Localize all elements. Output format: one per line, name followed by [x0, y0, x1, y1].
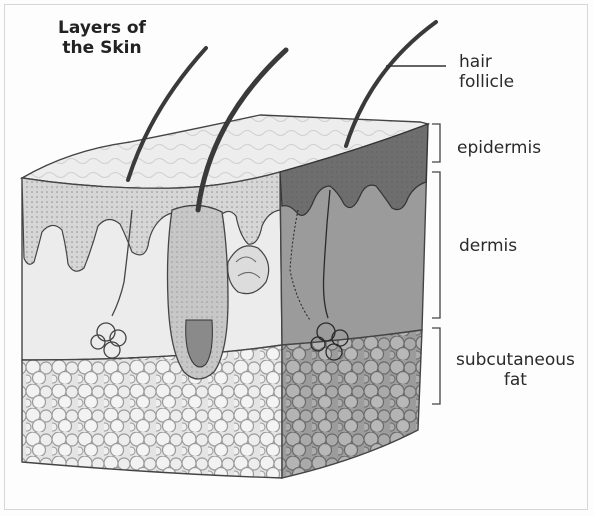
sebaceous-gland: [228, 246, 269, 294]
label-hair-follicle: hair follicle: [459, 52, 514, 92]
label-epidermis: epidermis: [457, 138, 541, 158]
label-subcutaneous-fat-line-1: subcutaneous: [456, 350, 575, 370]
label-hair-follicle-line-1: hair: [459, 52, 514, 72]
label-hair-follicle-line-2: follicle: [459, 72, 514, 92]
label-dermis: dermis: [459, 236, 517, 256]
layer-brackets: [432, 124, 440, 404]
fat-front: [22, 345, 282, 478]
label-subcutaneous-fat: subcutaneous fat: [456, 350, 575, 390]
fat-side: [282, 330, 422, 478]
label-subcutaneous-fat-line-2: fat: [456, 370, 575, 390]
